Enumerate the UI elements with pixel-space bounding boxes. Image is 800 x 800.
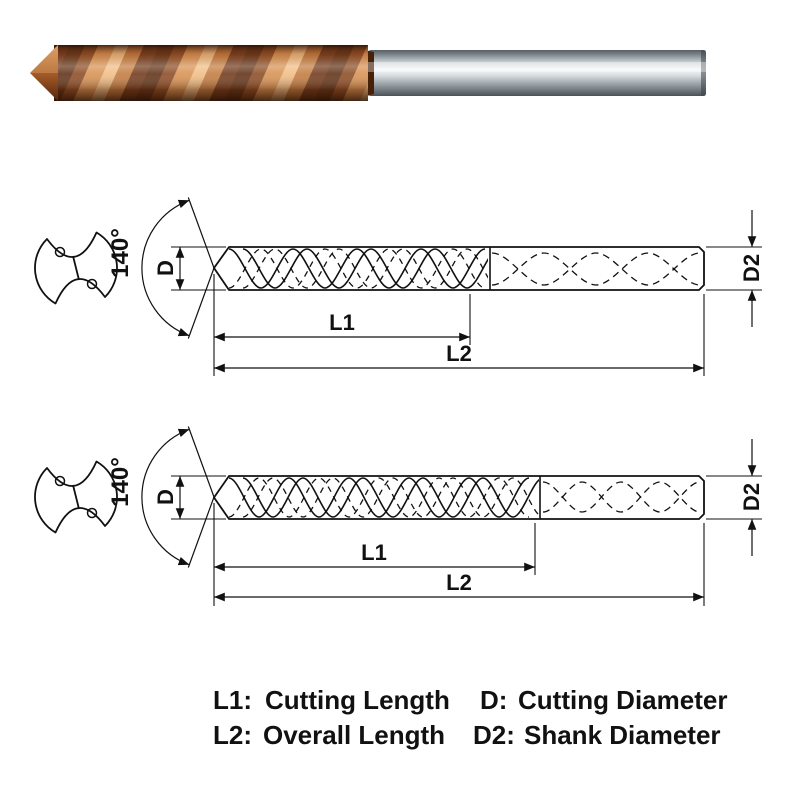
drill-outline bbox=[213, 475, 705, 520]
legend: L1: Cutting Length D: Cutting Diameter L… bbox=[213, 685, 727, 750]
cutting-length-label: L1 bbox=[329, 310, 355, 335]
technical-drawing-top: 140° D D2 L1 L2 bbox=[35, 198, 764, 376]
photo-tip bbox=[30, 45, 58, 101]
overall-length-label: L2 bbox=[446, 341, 472, 366]
overall-length-label: L2 bbox=[446, 570, 472, 595]
point-angle-label: 140° bbox=[107, 457, 134, 507]
flute-helix-hidden-line bbox=[229, 477, 530, 518]
flute-helix-line bbox=[229, 477, 530, 518]
shank-diameter-label: D2 bbox=[739, 254, 764, 282]
photo-tip-facet bbox=[30, 45, 58, 73]
drill-photo bbox=[30, 45, 706, 101]
legend-value-l2: Overall Length bbox=[263, 720, 445, 750]
photo-shank-end-edge bbox=[701, 50, 706, 96]
coolant-channel-hidden-line bbox=[542, 481, 701, 513]
legend-key-l2: L2: bbox=[213, 720, 252, 750]
shank-diameter-label: D2 bbox=[739, 483, 764, 511]
cutting-diameter-label: D bbox=[153, 260, 178, 276]
legend-value-l1: Cutting Length bbox=[265, 685, 450, 715]
photo-flute-shading bbox=[54, 45, 368, 101]
legend-value-d2: Shank Diameter bbox=[524, 720, 721, 750]
drill-outline bbox=[213, 246, 705, 291]
coolant-channel-hidden-line bbox=[491, 252, 701, 286]
legend-key-d: D: bbox=[480, 685, 507, 715]
legend-key-l1: L1: bbox=[213, 685, 252, 715]
photo-shank bbox=[368, 50, 706, 96]
legend-key-d2: D2: bbox=[473, 720, 515, 750]
coolant-channel-hidden-line bbox=[491, 252, 701, 286]
coolant-channel-hidden-line bbox=[542, 481, 701, 513]
cutting-length-label: L1 bbox=[361, 540, 387, 565]
cutting-diameter-label: D bbox=[153, 489, 178, 505]
photo-shank-highlight bbox=[368, 62, 706, 72]
point-angle-label: 140° bbox=[107, 228, 134, 278]
legend-value-d: Cutting Diameter bbox=[518, 685, 727, 715]
technical-drawing-bottom: 140° D D2 L1 L2 bbox=[35, 427, 764, 606]
flute-helix-line bbox=[229, 248, 486, 289]
